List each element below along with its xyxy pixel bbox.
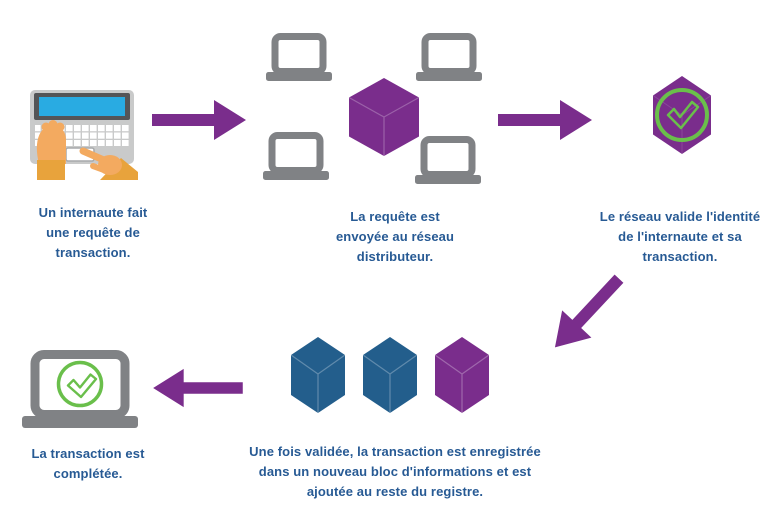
cube-purple-icon <box>431 337 493 413</box>
caption-line: transaction. <box>642 249 718 264</box>
laptop-icon <box>415 136 481 186</box>
caption-line: La transaction est <box>31 446 145 461</box>
right-hand <box>79 147 138 180</box>
caption-line: une requête de <box>46 225 140 240</box>
caption-line: Une fois validée, la transaction est enr… <box>249 444 541 459</box>
caption-line: Le réseau valide l'identité <box>599 209 761 224</box>
arrow-left-icon <box>152 367 244 409</box>
caption-line: Un internaute fait <box>38 205 148 220</box>
laptop-check-icon <box>22 350 138 428</box>
checkmark-icon <box>66 373 98 399</box>
cube-blue-icon <box>287 337 349 413</box>
arrow-right-icon <box>152 98 246 142</box>
arrow-right-icon <box>498 98 592 142</box>
cube-blue-icon <box>359 337 421 413</box>
laptop-icon <box>416 33 482 83</box>
caption-line: transaction. <box>55 245 131 260</box>
step-2-caption: La requête est envoyée au réseau distrib… <box>309 207 481 267</box>
step-3-caption: Le réseau valide l'identité de l'interna… <box>588 207 768 267</box>
caption-line: dans un nouveau bloc d'informations et e… <box>258 464 532 479</box>
checkmark-icon <box>666 100 700 130</box>
typing-hands-icon <box>26 80 138 180</box>
caption-line: envoyée au réseau <box>335 229 455 244</box>
arrow-down-left-icon <box>537 261 637 364</box>
caption-line: ajoutée au reste du registre. <box>306 484 484 499</box>
caption-line: de l'internaute et sa <box>618 229 742 244</box>
caption-line: distributeur. <box>356 249 434 264</box>
laptop-screen <box>39 97 125 116</box>
hexagon-check-icon <box>649 76 715 154</box>
laptop-icon <box>263 132 329 182</box>
step-5-caption: La transaction est complétée. <box>8 444 168 484</box>
cube-purple-icon <box>344 78 424 156</box>
left-hand <box>36 120 66 180</box>
caption-line: La requête est <box>350 209 440 224</box>
laptop-icon <box>266 33 332 83</box>
step-1-caption: Un internaute fait une requête de transa… <box>7 203 179 263</box>
caption-line: complétée. <box>53 466 123 481</box>
step-4-caption: Une fois validée, la transaction est enr… <box>222 442 568 502</box>
